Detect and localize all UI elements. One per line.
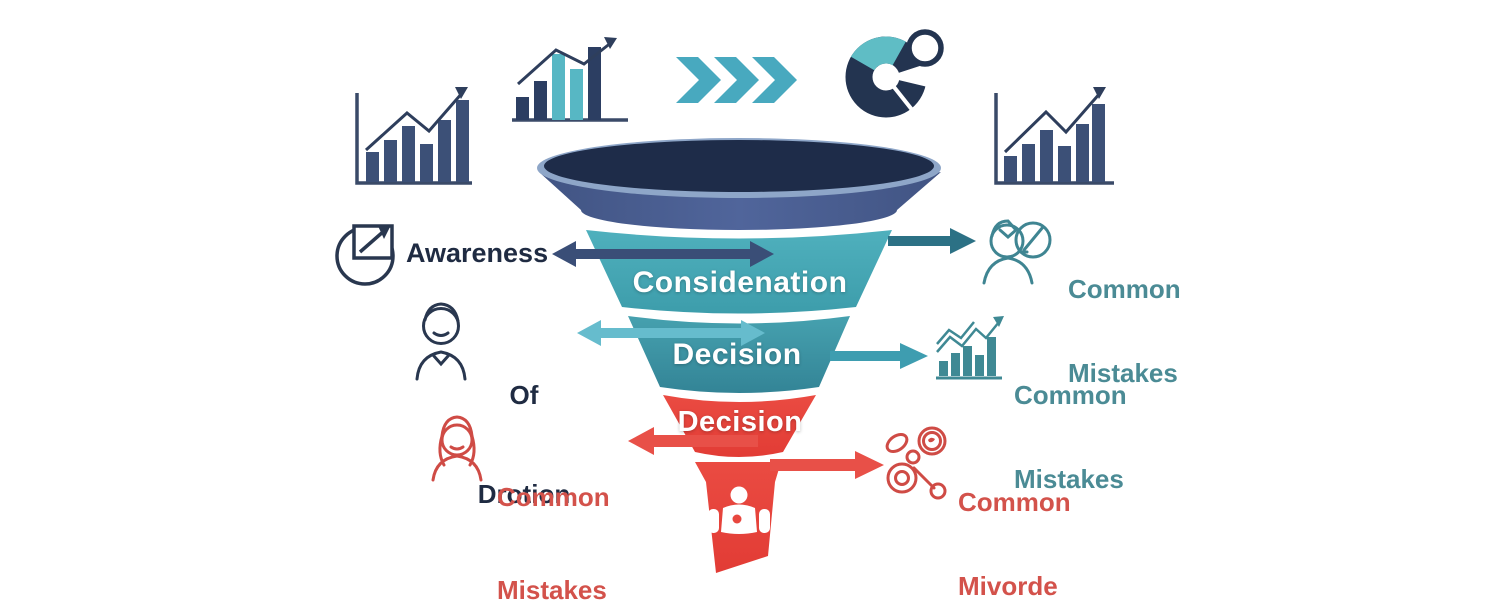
persona-label-line1: Of xyxy=(509,380,539,410)
common-mistakes-mid-right-line1: Common xyxy=(1014,380,1127,410)
gadget-network-icon xyxy=(885,426,947,500)
woman-icon xyxy=(431,415,483,482)
bar-chart-trend-icon xyxy=(936,316,1004,380)
persona-label: Of Drotion xyxy=(468,313,580,577)
bottom-left-arrow xyxy=(628,427,758,455)
funnel-stage-awareness-bowl xyxy=(537,138,941,230)
common-mistakes-top-right-line1: Common xyxy=(1068,274,1181,304)
funnel-label-consideration: Considenation xyxy=(632,266,848,299)
bar-chart-teal-icon xyxy=(512,37,628,122)
funnel-label-decision-red: Decision xyxy=(677,406,803,438)
common-mivorde-line1: Common xyxy=(958,487,1071,517)
mid-right-arrow xyxy=(830,343,928,369)
top-right-arrow xyxy=(888,228,976,254)
person-icon xyxy=(415,302,467,381)
common-mistakes-left-line2: Mistakes xyxy=(497,575,607,600)
common-mivorde-label: Common Mivorde xyxy=(958,432,1071,600)
decision-double-arrow xyxy=(577,320,765,346)
persona-label-line2: Drotion xyxy=(477,479,571,509)
funnel-label-decision-teal: Decision xyxy=(672,338,802,371)
pie-export-icon xyxy=(335,224,395,286)
bar-chart-growth-icon xyxy=(355,87,472,185)
awareness-double-arrow xyxy=(552,241,774,267)
person-heart-icon xyxy=(708,486,770,534)
common-mistakes-top-right-line2: Mistakes xyxy=(1068,358,1178,388)
bottom-right-arrow xyxy=(770,451,884,479)
common-mistakes-top-right-label: Common Mistakes xyxy=(1068,219,1181,443)
awareness-label: Awareness xyxy=(406,238,549,268)
common-mistakes-mid-right-label: Common Mistakes xyxy=(1014,325,1127,549)
donut-chart-icon xyxy=(845,29,944,118)
bar-chart-growth-icon xyxy=(994,87,1114,185)
common-mistakes-left-label: Common Mistakes xyxy=(497,420,610,600)
triple-chevron-icon xyxy=(676,57,797,103)
common-mistakes-mid-right-line2: Mistakes xyxy=(1014,464,1124,494)
common-mistakes-left-line1: Common xyxy=(497,482,610,512)
person-edit-icon xyxy=(982,219,1052,285)
common-mivorde-line2: Mivorde xyxy=(958,571,1058,600)
